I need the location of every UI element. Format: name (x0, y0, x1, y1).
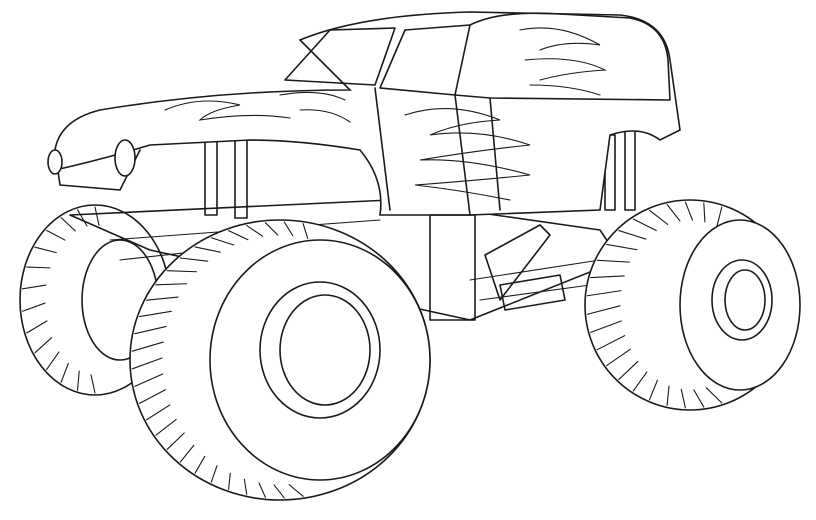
tire-tread (21, 284, 47, 290)
tire-tread (632, 371, 648, 392)
tire-tread (586, 290, 622, 297)
tire-tread (596, 335, 626, 351)
tire-tread (34, 336, 53, 354)
tire-tread (194, 455, 206, 474)
tire-tread (288, 484, 304, 497)
tire-tread (648, 379, 658, 401)
tire-tread (94, 206, 100, 226)
tire-tread (586, 305, 621, 315)
tire-tread (179, 444, 195, 463)
tire-tread (166, 270, 197, 273)
tire-tread (228, 472, 231, 490)
tire-tread (243, 478, 248, 496)
tire-tread (46, 351, 60, 371)
tire-tread (632, 218, 657, 232)
tire-tread (131, 341, 164, 352)
tire-tread (21, 302, 46, 312)
tire-tread (684, 201, 694, 221)
tire-tread (60, 362, 69, 383)
tire-tread (228, 230, 249, 241)
tire-tread (90, 374, 96, 394)
tire-tread (179, 257, 209, 262)
tire-tread (680, 388, 686, 409)
tire-tread (246, 224, 264, 237)
tire-tread (34, 246, 57, 254)
tire-tread (76, 370, 80, 391)
tire-tread (155, 283, 188, 286)
tire-tread (590, 320, 622, 333)
tire-tread (210, 465, 218, 483)
tire-tread (155, 418, 177, 436)
tire-tread (194, 246, 221, 253)
tire-tread (166, 432, 185, 450)
rear-right-wheel (584, 199, 801, 411)
tire-tread (283, 221, 294, 237)
tire-tread (131, 357, 163, 370)
tire-tread (264, 222, 279, 236)
tire-tread (716, 206, 723, 228)
tire-tread (606, 243, 638, 251)
tire-tread (134, 373, 164, 387)
tire-tread (590, 275, 625, 279)
tire-tread (606, 348, 631, 367)
tire-tread (596, 259, 631, 263)
tire-tread (146, 404, 171, 421)
truck-body (47, 11, 681, 321)
tire-tread (705, 387, 723, 404)
tire-tread (703, 202, 706, 223)
tire-tread (134, 325, 167, 335)
tire-tread (26, 266, 51, 269)
tire-tread (618, 230, 647, 240)
tire-tread (210, 237, 235, 246)
tire-tread (76, 209, 88, 227)
front-wheel (129, 219, 431, 501)
tire-tread (258, 482, 266, 498)
tire-tread (26, 320, 48, 334)
tire-tread (146, 296, 179, 301)
tire-tread (666, 204, 681, 222)
tire-tread (138, 389, 166, 404)
tire-tread (648, 209, 669, 225)
tire-tread (618, 360, 639, 380)
tire-tread (46, 229, 66, 241)
tire-tread (273, 484, 285, 499)
tire-tread (693, 389, 705, 408)
tire-tread (302, 223, 309, 240)
tire-tread (60, 217, 76, 232)
tire-tread (138, 310, 172, 318)
tire-tread (666, 385, 670, 406)
